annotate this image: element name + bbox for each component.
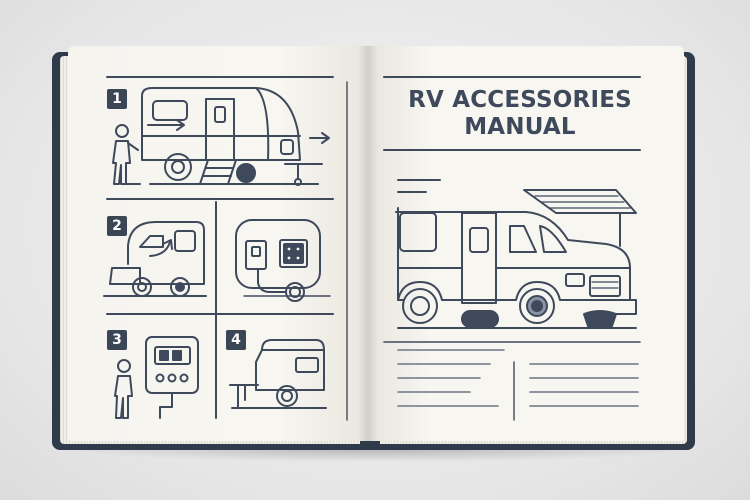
control-panel-illustration (114, 336, 199, 419)
small-trailer-illustration (229, 339, 327, 409)
trailer-hookup-illustration (112, 87, 330, 186)
manual-title-line1: RV ACCESSORIES (408, 87, 632, 113)
step-number-2: 2 (107, 216, 127, 236)
step-number-4: 4 (226, 330, 246, 350)
manual-title-line2: MANUAL (464, 114, 576, 140)
step-number-1: 1 (107, 89, 127, 109)
utility-hookup-illustration (235, 219, 331, 302)
camper-loading-illustration (103, 221, 207, 297)
left-page-dividers (106, 76, 348, 421)
text-lines (397, 349, 639, 421)
book-gutter (358, 46, 378, 441)
motorhome-illustration (395, 179, 637, 329)
step-number-3: 3 (107, 330, 127, 350)
right-page-rules (383, 76, 641, 343)
right-page (368, 46, 684, 441)
